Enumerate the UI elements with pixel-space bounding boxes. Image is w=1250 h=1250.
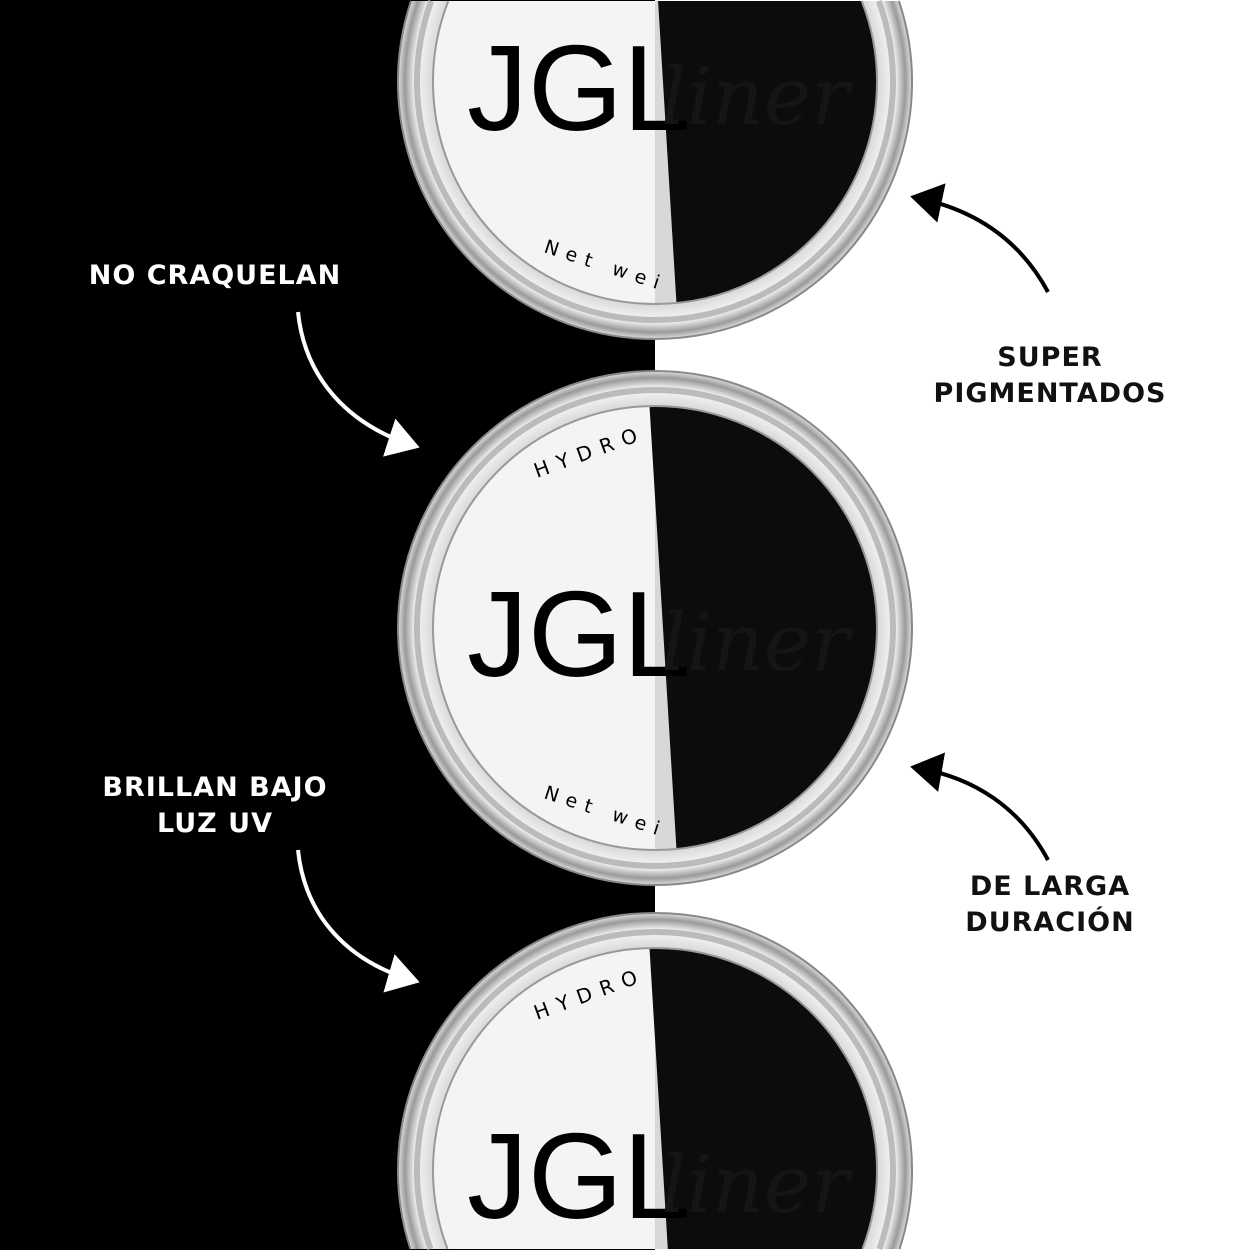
lid-inner-ring — [413, 387, 897, 869]
arrow-brillan — [296, 849, 420, 993]
lid-outline — [396, 370, 914, 886]
callout-brillan-bajo-luz-uv: BRILLAN BAJO LUZ UV — [45, 770, 385, 842]
callout-text: DURACIÓN — [965, 907, 1135, 938]
lid-inner-ring — [414, 929, 896, 1250]
logo-jgl: JGL — [467, 1108, 691, 1244]
logo-jgl: JGL — [467, 566, 691, 702]
lid-outline — [397, 0, 913, 340]
pan-edge — [432, 947, 878, 1250]
arrow-no-craquelan — [296, 311, 420, 457]
logo-script-liner: liner — [661, 1138, 854, 1231]
callout-de-larga-duracion: DE LARGA DURACIÓN — [880, 869, 1220, 941]
callout-super-pigmentados: SUPER PIGMENTADOS — [880, 340, 1220, 412]
logo-jgl: JGL — [467, 20, 691, 156]
black-pan-half — [649, 406, 877, 850]
callout-text: NO CRAQUELAN — [88, 260, 342, 291]
arrow-super — [910, 183, 1050, 293]
callout-text: SUPER — [997, 342, 1103, 373]
pan-edge — [431, 405, 879, 851]
logo-script-liner: liner — [661, 50, 854, 143]
callout-text: BRILLAN BAJO — [102, 772, 328, 803]
lid-outline — [397, 912, 913, 1250]
callout-text: LUZ UV — [157, 808, 273, 839]
callout-text: PIGMENTADOS — [933, 378, 1167, 409]
callout-no-craquelan: NO CRAQUELAN — [45, 258, 385, 294]
callout-text: DE LARGA — [969, 871, 1131, 902]
logo-script-liner: liner — [661, 596, 854, 689]
arrow-larga — [910, 752, 1050, 861]
black-pan-half — [658, 1, 877, 304]
lid-inner-ring — [414, 0, 896, 323]
pan-edge — [432, 0, 878, 306]
